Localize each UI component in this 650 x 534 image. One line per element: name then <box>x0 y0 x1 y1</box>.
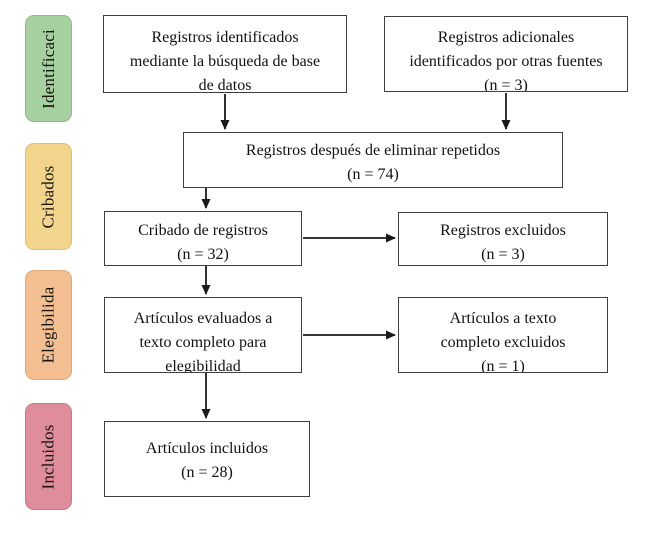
box-line: Cribado de registros <box>138 222 268 239</box>
box-line: (n = 28) <box>181 464 233 481</box>
box-records-additional-sources: Registros adicionales identificados por … <box>384 16 628 92</box>
box-line: Artículos evaluados a <box>133 310 273 327</box>
box-line: texto completo para <box>139 334 267 351</box>
box-line: mediante la búsqueda de base <box>129 53 321 70</box>
box-line: Registros adicionales <box>437 29 575 46</box>
box-line: Registros identificados <box>151 29 299 46</box>
box-line: de datos <box>198 77 252 93</box>
stage-label-text: Elegibilida <box>38 286 58 364</box>
box-line: (n = 3) <box>484 77 528 92</box>
box-articles-included: Artículos incluidos (n = 28) <box>104 421 310 497</box>
box-line: (n = 1) <box>481 358 525 373</box>
box-line: (n = 32) <box>177 246 229 263</box>
box-records-screened: Cribado de registros (n = 32) <box>104 211 302 266</box>
stage-label-text: Cribados <box>38 165 58 228</box>
stage-label-screening: Cribados <box>25 143 72 250</box>
box-line: (n = 74) <box>347 166 399 183</box>
box-records-after-duplicates-removed: Registros después de eliminar repetidos … <box>183 132 563 188</box>
stage-label-eligibility: Elegibilida <box>25 270 72 380</box>
stage-label-included: Incluidos <box>25 403 72 510</box>
box-line: Artículos a texto <box>449 310 557 327</box>
box-records-identified: Registros identificados mediante la búsq… <box>103 15 347 93</box>
box-line: identificados por otras fuentes <box>409 53 603 70</box>
stage-label-identification: Identificaci <box>25 15 72 122</box>
box-line: Artículos incluidos <box>145 440 269 457</box>
box-line: completo excluidos <box>440 334 566 351</box>
box-records-excluded: Registros excluidos (n = 3) <box>398 212 608 266</box>
box-articles-fulltext-assessed: Artículos evaluados a texto completo par… <box>104 297 302 373</box>
box-line: (n = 3) <box>481 246 525 263</box>
box-articles-fulltext-excluded: Artículos a texto completo excluidos (n … <box>398 297 608 373</box>
stage-label-text: Identificaci <box>38 28 58 109</box>
box-line: elegibilidad <box>165 358 241 373</box>
box-line: Registros excluidos <box>440 222 566 239</box>
stage-label-text: Incluidos <box>38 423 58 490</box>
box-line: Registros después de eliminar repetidos <box>245 142 501 159</box>
